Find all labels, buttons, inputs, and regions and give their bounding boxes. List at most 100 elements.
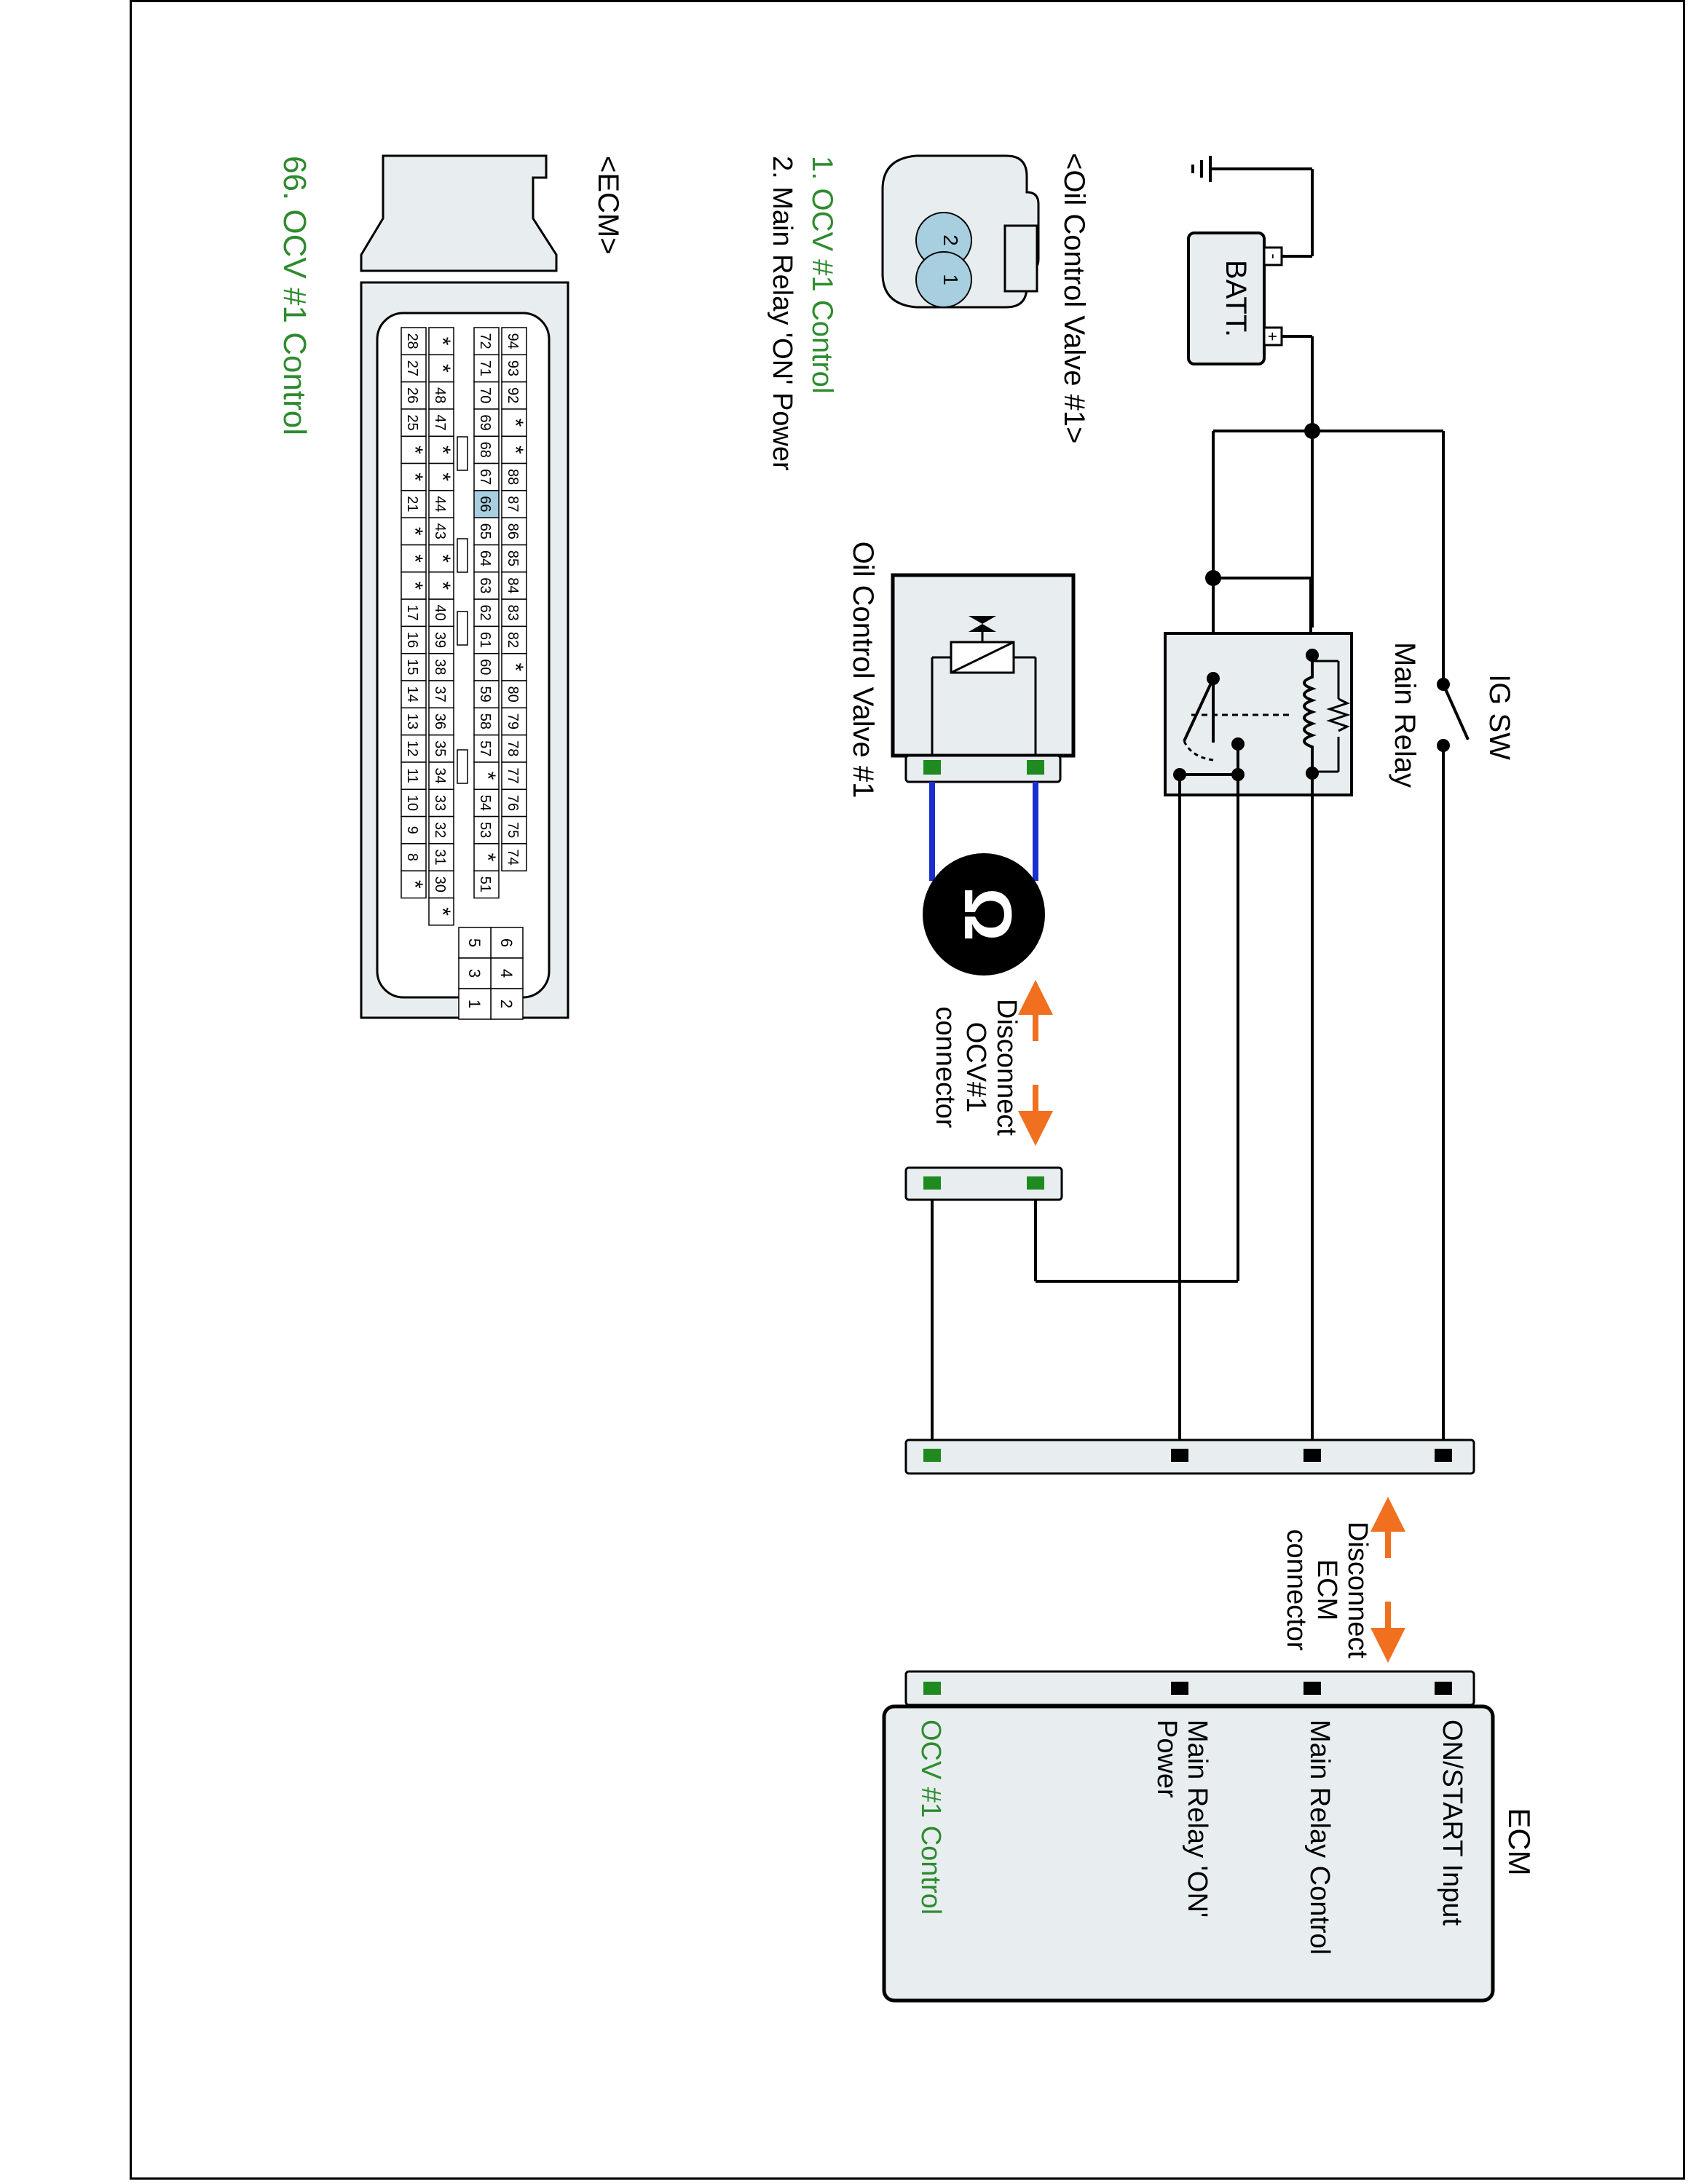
ecm-pin-number: 64	[477, 550, 493, 566]
ecm-pin-cell	[473, 734, 500, 763]
ecm-power-pin-cell	[490, 927, 524, 959]
ecm-pin-number: 48	[432, 387, 448, 403]
ecm-pin-cell	[473, 870, 500, 899]
ecm-pin-number: 8	[404, 853, 420, 861]
ecm-connector-face: <ECM> 949392**88878685848382*80797877767…	[277, 154, 624, 1020]
ecm-power-pin-cell	[490, 988, 524, 1020]
ecm-pin-number: 69	[477, 414, 493, 430]
ecm-pin-cell	[501, 843, 527, 871]
ecm-pin-cell	[428, 870, 454, 899]
ecm-pin-number: 85	[505, 550, 521, 566]
ecm-pin-number: 68	[477, 442, 493, 458]
ecm-pin-number: *	[503, 662, 527, 671]
ecm-pin-cell	[501, 408, 527, 437]
ecm-pin-number: 40	[432, 605, 448, 621]
ecm-pin-cell	[501, 788, 527, 818]
battery-label: BATT.	[1220, 260, 1252, 337]
ecm-pin-cell	[473, 843, 500, 871]
ecm-pin-number: 27	[404, 360, 420, 376]
ecm-pin-number: 77	[505, 767, 521, 783]
ecm-pin-cell	[428, 625, 454, 654]
ecm-pin-cell	[401, 652, 427, 681]
ecm-pin-cell	[401, 680, 427, 709]
page-frame	[130, 0, 1685, 2180]
ecm-pin-cell	[428, 462, 454, 491]
ocv-harness-connector	[904, 1166, 1063, 1201]
ecm-pin-66-label: 66. OCV #1 Control	[277, 156, 312, 435]
ecm-pin-number: *	[403, 446, 427, 454]
ecm-pin-number: 65	[477, 523, 493, 539]
ecm-terminal-main-relay-on-1: Main Relay 'ON'	[1182, 1720, 1212, 1918]
ecm-pin-cell	[473, 544, 500, 573]
ecm-pin-cell	[428, 897, 454, 926]
ecm-pin-cell	[401, 707, 427, 736]
ecm-pin-cell	[428, 544, 454, 573]
ecm-pin-cell	[401, 327, 427, 356]
ecm-pin-cell	[501, 435, 527, 464]
ecm-pin-cell	[401, 354, 427, 383]
ecm-pin-cell	[473, 354, 500, 383]
ecm-pin-number: 51	[477, 877, 493, 893]
ecm-pin-number: 31	[432, 849, 448, 865]
ohmmeter: Ω	[923, 782, 1045, 976]
ecm-pin-number: *	[430, 337, 454, 346]
disconnect-ecm-line1: Disconnect	[1342, 1522, 1373, 1658]
ecm-terminal-main-relay-control: Main Relay Control	[1304, 1720, 1335, 1955]
ocv-connector-face: <Oil Control Valve #1> 2 1 1. OCV #1 Con…	[767, 153, 1090, 471]
ecm-pin-cell	[428, 815, 454, 844]
ocv-label: Oil Control Valve #1	[847, 542, 879, 799]
ecm-pin-number: *	[430, 364, 454, 373]
ecm-terminal-on-start: ON/START Input	[1437, 1720, 1467, 1926]
ecm-pin-cell	[428, 680, 454, 709]
ocv-pin-1: 1	[939, 274, 962, 285]
ecm-pin-number: 74	[505, 849, 521, 865]
ecm-pin-cell	[501, 598, 527, 628]
ecm-power-pin-cell	[458, 988, 492, 1020]
ecm-pin-number: 15	[404, 659, 420, 675]
disconnect-ecm-line3: connector	[1281, 1530, 1312, 1651]
ecm-pin-number: *	[430, 472, 454, 481]
ecm-key-marker	[457, 436, 468, 471]
ecm-pin-number: *	[430, 582, 454, 590]
ecm-pin-number: 35	[432, 740, 448, 756]
ecm-pin-number: 12	[404, 740, 420, 756]
ecm-label: ECM	[1502, 1808, 1537, 1875]
ecm-pin-number: 11	[404, 768, 420, 783]
ecm-pin-number: 37	[432, 686, 448, 702]
ecm-pin-number: *	[476, 772, 500, 780]
ecm-pin-cell	[501, 625, 527, 654]
ecm-pin-number: 34	[432, 767, 448, 783]
ecm-pin-cell	[401, 734, 427, 763]
ecm-pin-number: *	[403, 554, 427, 563]
ecm-pin-number: 54	[477, 795, 493, 811]
ecm-pin-number: 93	[505, 360, 521, 376]
ecm-pin-cell	[401, 381, 427, 410]
ecm-unit: ECM ON/START Input Main Relay Control Ma…	[882, 1670, 1537, 2003]
ecm-pin-number: *	[403, 582, 427, 590]
ecm-pin-cell	[428, 761, 454, 791]
ecm-pin-cell	[401, 598, 427, 628]
ecm-key-marker	[457, 749, 468, 784]
ocv-pin-2-desc: 2. Main Relay 'ON' Power	[767, 156, 797, 471]
ecm-pin-number: 21	[404, 496, 420, 512]
ecm-pin-number: 59	[477, 686, 493, 702]
ecm-pin-cell	[501, 652, 527, 681]
ecm-pin-number: 10	[404, 795, 420, 811]
ecm-pin-cell	[473, 652, 500, 681]
ecm-pin-number: *	[403, 472, 427, 481]
ocv-connector-title: <Oil Control Valve #1>	[1058, 153, 1090, 443]
ecm-pin-number: 94	[505, 333, 521, 349]
ecm-pin-number: 58	[477, 713, 493, 729]
ecm-power-pin-number: 2	[497, 1000, 516, 1008]
ecm-pin-number: 53	[477, 822, 493, 838]
ecm-pin-cell	[501, 734, 527, 763]
ecm-pin-number: 33	[432, 795, 448, 811]
ecm-connector-title: <ECM>	[592, 156, 624, 255]
battery: - + BATT.	[1187, 232, 1283, 365]
main-relay: Main Relay	[1164, 632, 1421, 796]
ecm-pin-cell	[428, 490, 454, 518]
ecm-pin-number: 62	[477, 605, 493, 621]
ecm-pin-number: *	[403, 527, 427, 536]
ecm-pin-cell	[473, 408, 500, 437]
ecm-pin-cell	[401, 843, 427, 871]
